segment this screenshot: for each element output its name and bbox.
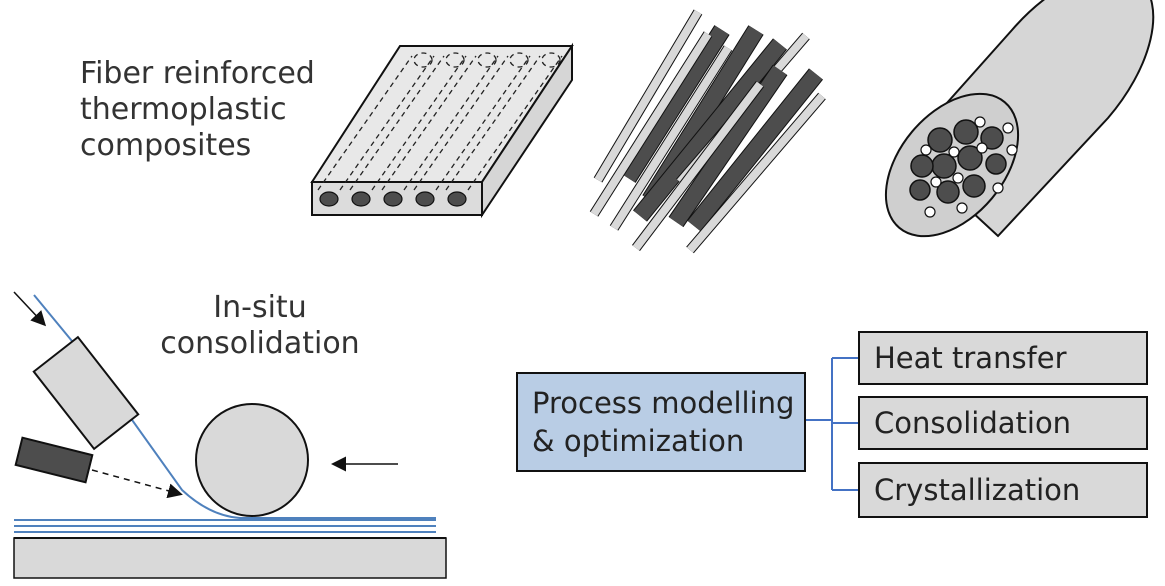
cylinder-illustration [884, 0, 1155, 238]
insitu-label: In-situ consolidation [160, 290, 360, 362]
heat-transfer-label: Heat transfer [874, 341, 1067, 375]
consolidation-box: Consolidation [858, 396, 1148, 450]
composites-label-line-3: composites [80, 128, 252, 163]
consolidation-label: Consolidation [874, 406, 1072, 440]
crystallization-label: Crystallization [874, 473, 1081, 507]
laminate-slab-illustration [310, 42, 574, 219]
insitu-label-line-1: In-situ [213, 290, 307, 325]
insitu-process-illustration [13, 291, 447, 579]
connector-lines [805, 357, 858, 491]
process-modelling-box: Process modelling & optimization [516, 372, 806, 472]
composites-label: Fiber reinforced thermoplastic composite… [80, 56, 315, 164]
crystallization-box: Crystallization [858, 462, 1148, 518]
fiber-bundle-illustration [589, 9, 826, 254]
composites-label-line-1: Fiber reinforced [80, 56, 315, 91]
composites-label-line-2: thermoplastic [80, 92, 287, 127]
process-box-line-1: Process modelling [532, 386, 795, 420]
heat-transfer-box: Heat transfer [858, 331, 1148, 385]
process-box-line-2: & optimization [532, 424, 745, 458]
insitu-label-line-2: consolidation [160, 326, 360, 361]
